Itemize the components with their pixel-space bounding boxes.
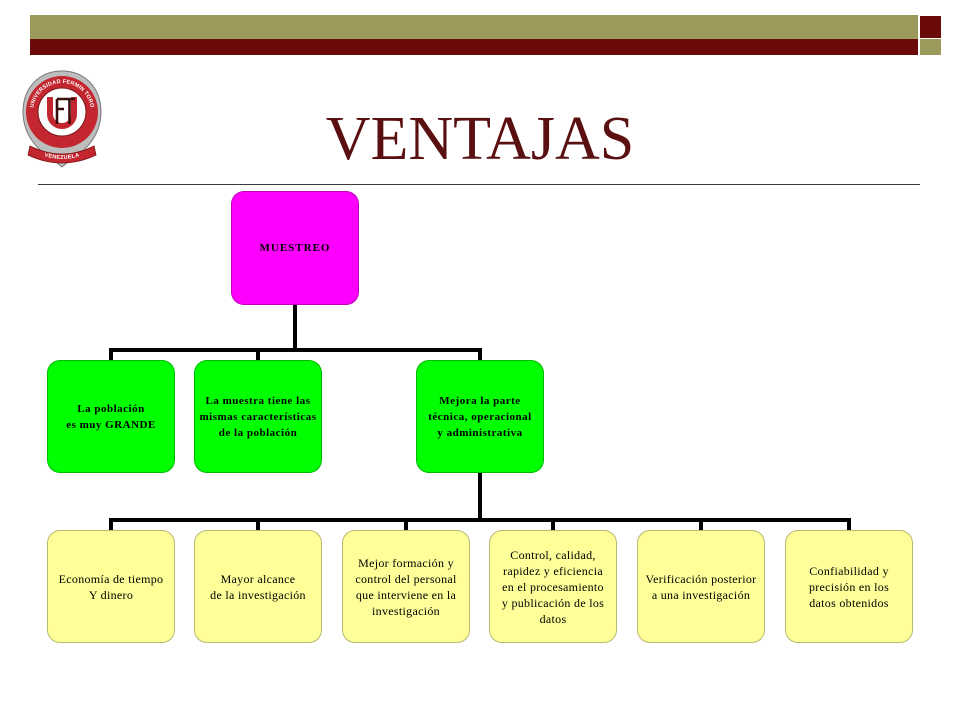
node-label: Verificación posterior a una investigaci… [645, 571, 757, 602]
connector-level3-bar [109, 518, 851, 522]
seal-ft-monogram [55, 97, 75, 124]
node-label: Mejor formación y control del personal q… [355, 555, 457, 618]
connector-level2-drop [109, 348, 113, 360]
node-economia: Economía de tiempo Y dinero [47, 530, 175, 643]
node-label: La muestra tiene las mismas característi… [199, 394, 317, 439]
seal-banner [27, 145, 97, 164]
seal-u-shape [47, 97, 77, 129]
connector-level3-drop [109, 518, 113, 530]
svg-text:VENEZUELA: VENEZUELA [44, 152, 81, 161]
node-label: MUESTREO [259, 242, 331, 254]
seal-text-bottom: VENEZUELA [44, 152, 80, 161]
node-muestra-caracteristicas: La muestra tiene las mismas característi… [194, 360, 322, 473]
connector-level3-drop [404, 518, 408, 530]
node-verificacion: Verificación posterior a una investigaci… [637, 530, 765, 643]
header-bar-olive [30, 15, 918, 39]
node-confiabilidad: Confiabilidad y precisión en los datos o… [785, 530, 913, 643]
title-divider [38, 184, 920, 185]
connector-root-down [293, 304, 297, 352]
node-muestreo: MUESTREO [231, 191, 359, 305]
header-bar-maroon [30, 39, 918, 55]
node-mayor-alcance: Mayor alcance de la investigación [194, 530, 322, 643]
connector-level3-drop [551, 518, 555, 530]
university-seal-icon: UNIVERSIDAD FERMIN TORO VENEZUELA [22, 70, 102, 168]
node-label: Economía de tiempo Y dinero [58, 571, 164, 602]
corner-square-maroon [920, 16, 941, 38]
node-label: La población es muy GRANDE [66, 402, 156, 431]
connector-level3-drop [699, 518, 703, 530]
node-mejor-formacion: Mejor formación y control del personal q… [342, 530, 470, 643]
node-poblacion-grande: La población es muy GRANDE [47, 360, 175, 473]
node-label: Mayor alcance de la investigación [210, 571, 306, 602]
corner-square-olive [920, 39, 941, 55]
connector-mejora-down [478, 472, 482, 522]
node-control-calidad: Control, calidad, rapidez y eficiencia e… [489, 530, 617, 643]
slide-title: VENTAJAS [325, 105, 635, 173]
connector-level3-drop [256, 518, 260, 530]
node-label: Control, calidad, rapidez y eficiencia e… [501, 547, 605, 626]
node-label: Mejora la parte técnica, operacional y a… [428, 394, 532, 439]
node-label: Confiabilidad y precisión en los datos o… [808, 563, 890, 610]
connector-level2-bar [109, 348, 482, 352]
node-mejora-parte-tecnica: Mejora la parte técnica, operacional y a… [416, 360, 544, 473]
connector-level3-drop [847, 518, 851, 530]
connector-level2-drop [256, 348, 260, 360]
connector-level2-drop [478, 348, 482, 360]
